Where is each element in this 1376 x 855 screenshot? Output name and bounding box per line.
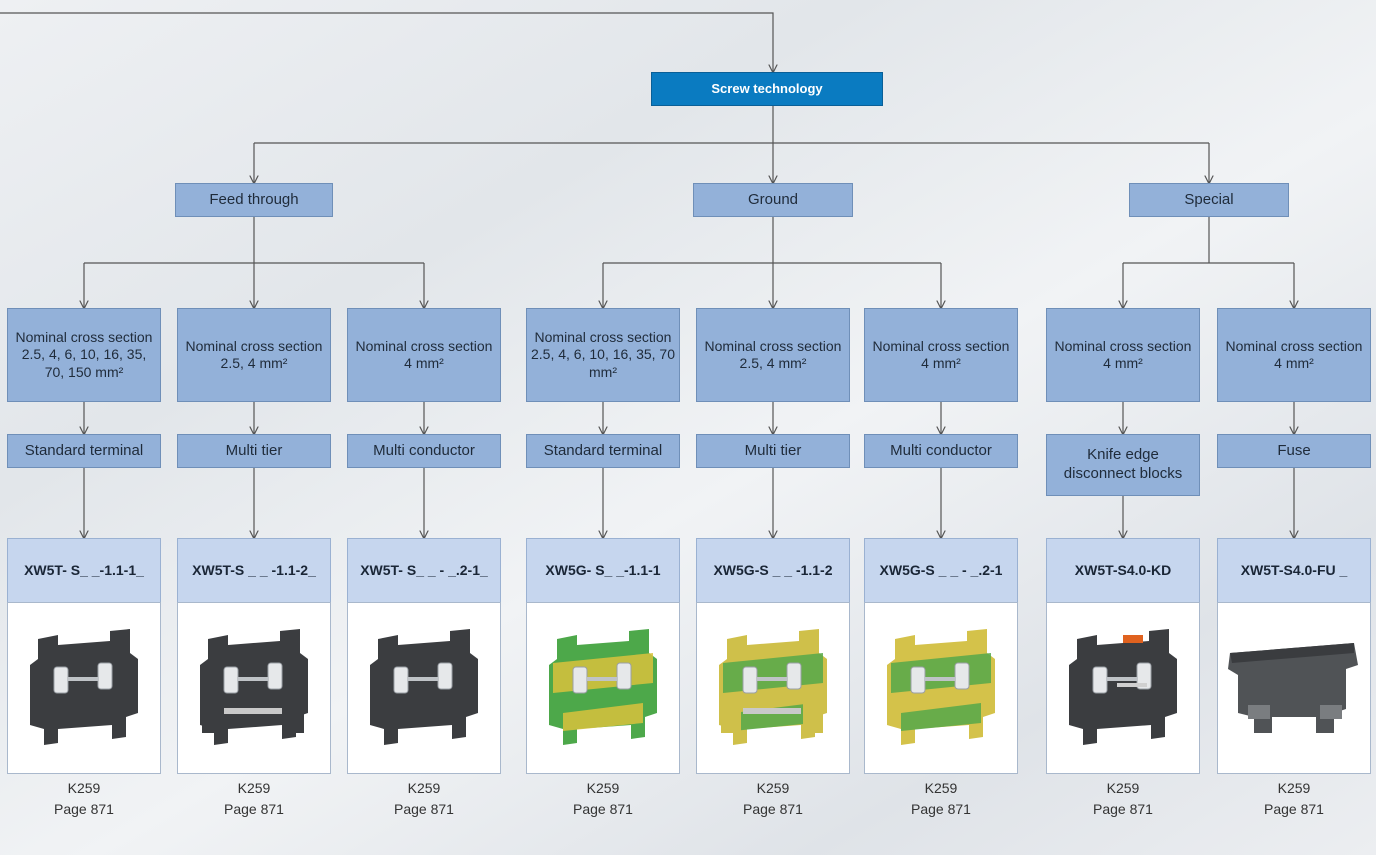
category-feed-through: Feed through — [175, 183, 333, 217]
page-number: Page 871 — [743, 801, 803, 817]
terminal-block-green-yellow-multi-conductor-icon — [887, 629, 995, 745]
cross-section-box: Nominal cross section 2.5, 4, 6, 10, 16,… — [7, 308, 161, 402]
product-photo — [7, 602, 161, 774]
product-code[interactable]: XW5T- S_ _-1.1-1_ — [7, 538, 161, 602]
product-photo — [1046, 602, 1200, 774]
cross-section-box: Nominal cross section 4 mm² — [864, 308, 1018, 402]
terminal-type-box: Fuse — [1217, 434, 1371, 468]
terminal-type-box: Multi tier — [696, 434, 850, 468]
product-photo — [1217, 602, 1371, 774]
terminal-block-green-yellow-multi-tier-icon — [719, 629, 827, 745]
page-number: Page 871 — [573, 801, 633, 817]
product-code[interactable]: XW5G- S_ _-1.1-1 — [526, 538, 680, 602]
feed-line-top — [0, 12, 773, 72]
cross-section-box: Nominal cross section 4 mm² — [1217, 308, 1371, 402]
page-number: Page 871 — [1093, 801, 1153, 817]
terminal-block-grey-single-icon — [30, 629, 138, 745]
catalog-code: K259 — [67, 780, 101, 796]
terminal-type-box: Knife edge disconnect blocks — [1046, 434, 1200, 496]
category-special: Special — [1129, 183, 1289, 217]
page-number: Page 871 — [224, 801, 284, 817]
product-photo — [526, 602, 680, 774]
product-code[interactable]: XW5T-S4.0-KD — [1046, 538, 1200, 602]
page-number: Page 871 — [394, 801, 454, 817]
cross-section-box: Nominal cross section 4 mm² — [347, 308, 501, 402]
catalog-code: K259 — [237, 780, 271, 796]
catalog-code: K259 — [756, 780, 790, 796]
product-code[interactable]: XW5T-S4.0-FU _ — [1217, 538, 1371, 602]
root-node-screw-technology: Screw technology — [651, 72, 883, 106]
product-photo — [347, 602, 501, 774]
branch-special — [1123, 217, 1294, 264]
product-code[interactable]: XW5G-S _ _ - _.2-1 — [864, 538, 1018, 602]
catalog-code: K259 — [1277, 780, 1311, 796]
branch-feed-through — [84, 217, 424, 264]
terminal-type-box: Multi conductor — [864, 434, 1018, 468]
terminal-type-box: Multi conductor — [347, 434, 501, 468]
product-code[interactable]: XW5G-S _ _ -1.1-2 — [696, 538, 850, 602]
cross-section-box: Nominal cross section 2.5, 4 mm² — [177, 308, 331, 402]
page-number: Page 871 — [1264, 801, 1324, 817]
catalog-code: K259 — [586, 780, 620, 796]
cross-section-box: Nominal cross section 2.5, 4, 6, 10, 16,… — [526, 308, 680, 402]
product-code[interactable]: XW5T- S_ _ - _.2-1_ — [347, 538, 501, 602]
terminal-block-grey-multi-conductor-icon — [370, 629, 478, 745]
category-ground: Ground — [693, 183, 853, 217]
page-number: Page 871 — [54, 801, 114, 817]
product-code[interactable]: XW5T-S _ _ -1.1-2_ — [177, 538, 331, 602]
terminal-block-fuse-icon — [1228, 643, 1358, 733]
product-photo — [864, 602, 1018, 774]
product-photo — [177, 602, 331, 774]
catalog-code: K259 — [924, 780, 958, 796]
terminal-type-box: Standard terminal — [526, 434, 680, 468]
terminal-block-green-yellow-single-icon — [549, 629, 657, 745]
terminal-block-knife-disconnect-icon — [1069, 629, 1177, 745]
branch-ground — [603, 217, 941, 264]
cross-section-box: Nominal cross section 4 mm² — [1046, 308, 1200, 402]
terminal-type-box: Standard terminal — [7, 434, 161, 468]
terminal-block-grey-multi-tier-icon — [200, 629, 308, 745]
catalog-code: K259 — [407, 780, 441, 796]
page-number: Page 871 — [911, 801, 971, 817]
terminal-type-box: Multi tier — [177, 434, 331, 468]
product-photo — [696, 602, 850, 774]
catalog-code: K259 — [1106, 780, 1140, 796]
cross-section-box: Nominal cross section 2.5, 4 mm² — [696, 308, 850, 402]
